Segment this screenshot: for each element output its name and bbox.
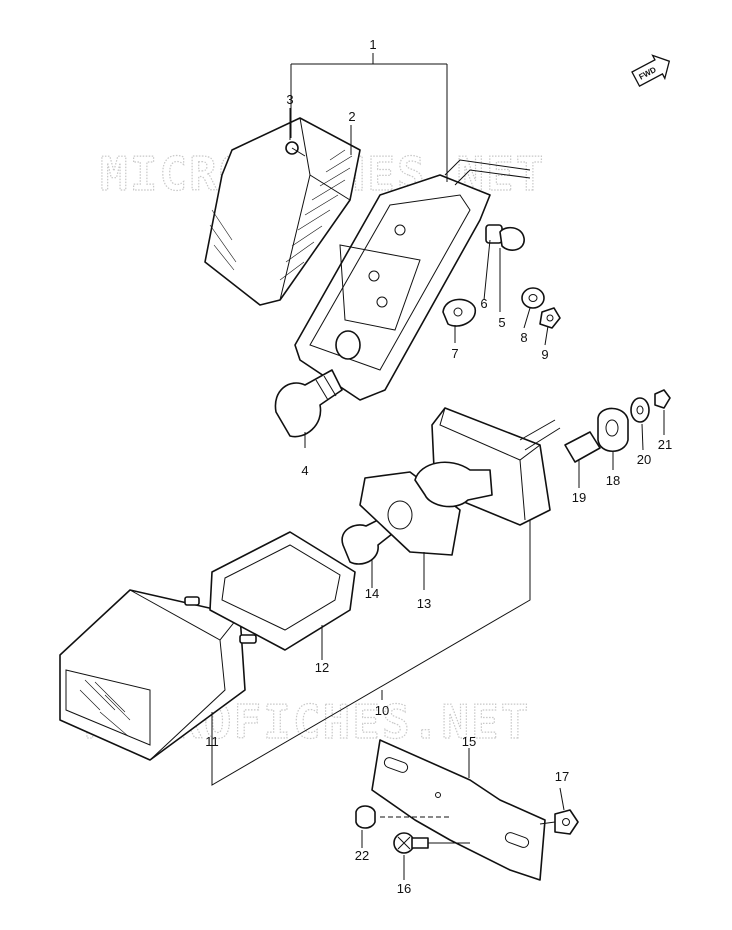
turn-signal-lens [204,117,361,306]
callout-13: 13 [417,596,431,611]
tail-light-gasket [209,531,356,651]
callout-19: 19 [572,490,586,505]
callout-20: 20 [637,452,651,467]
callout-4: 4 [301,463,308,478]
leader-lines [211,53,665,880]
callout-17: 17 [555,769,569,784]
callout-1: 1 [369,37,376,52]
callout-18: 18 [606,473,620,488]
fwd-arrow-icon: FWD [631,54,671,88]
license-plate-bracket [371,739,546,881]
turn-signal-bulb [274,330,361,438]
callout-2: 2 [348,109,355,124]
tail-light-lens-cover [59,589,257,761]
lens-screw [285,141,306,157]
callout-3: 3 [286,92,293,107]
callout-7: 7 [451,346,458,361]
callout-15: 15 [462,734,476,749]
mount-bolt-assembly [485,224,561,329]
bracket-nut [554,809,579,835]
tail-light-housing [414,407,561,526]
callout-5: 5 [498,315,505,330]
callout-22: 22 [355,848,369,863]
callout-21: 21 [658,437,672,452]
callout-14: 14 [365,586,379,601]
license-light-bulb [355,805,376,829]
callout-8: 8 [520,330,527,345]
callout-12: 12 [315,660,329,675]
callout-10: 10 [375,703,389,718]
callout-11: 11 [205,734,219,749]
tail-mount-hardware [564,389,671,463]
callout-6: 6 [480,296,487,311]
rubber-grommet [442,298,476,327]
callout-16: 16 [397,881,411,896]
callout-9: 9 [541,347,548,362]
bracket-bolt [393,832,429,854]
